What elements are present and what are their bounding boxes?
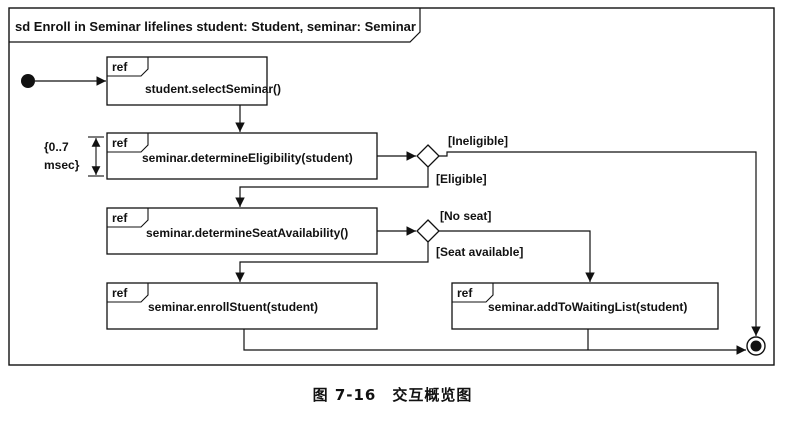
decision-seat	[416, 219, 440, 243]
flow-seat-available	[235, 242, 429, 282]
ref-label: seminar.determineEligibility(student)	[142, 151, 353, 165]
decision-eligibility	[416, 144, 440, 168]
ref-label: seminar.enrollStuent(student)	[148, 300, 318, 314]
ref-tag: ref	[112, 286, 128, 300]
flow-ineligible	[439, 151, 761, 336]
duration-constraint: {0..7 msec}	[44, 136, 104, 177]
ref-tag: ref	[112, 211, 128, 225]
ref-determine-seat-availability: ref seminar.determineSeatAvailability()	[106, 207, 378, 255]
final-node	[746, 336, 766, 356]
flow-no-seat	[439, 230, 595, 282]
initial-node	[21, 74, 35, 88]
ref-tag: ref	[457, 286, 473, 300]
ref-determine-eligibility: ref seminar.determineEligibility(student…	[106, 132, 378, 180]
ref-label: seminar.addToWaitingList(student)	[488, 300, 687, 314]
ref-enroll-student: ref seminar.enrollStuent(student)	[106, 282, 378, 330]
ref-tag: ref	[112, 136, 128, 150]
guard-ineligible: [Ineligible]	[448, 134, 508, 148]
constraint-line1: {0..7	[44, 140, 69, 154]
frame-title: sd Enroll in Seminar lifelines student: …	[15, 19, 416, 34]
ref-label: seminar.determineSeatAvailability()	[146, 226, 348, 240]
ref-label: student.selectSeminar()	[145, 82, 281, 96]
ref-tag: ref	[112, 60, 128, 74]
ref-select-seminar: ref student.selectSeminar()	[106, 56, 281, 106]
control-flows	[35, 76, 761, 355]
sd-frame: sd Enroll in Seminar lifelines student: …	[8, 7, 775, 366]
ref-add-to-waiting-list: ref seminar.addToWaitingList(student)	[451, 282, 719, 330]
guard-no-seat: [No seat]	[440, 209, 491, 223]
guard-seat-available: [Seat available]	[436, 245, 523, 259]
constraint-line2: msec}	[44, 158, 80, 172]
figure-caption: 图 7-16 交互概览图	[312, 386, 473, 404]
guard-eligible: [Eligible]	[436, 172, 487, 186]
flow-eligible	[235, 167, 429, 207]
flow-enroll-to-final	[243, 329, 746, 355]
